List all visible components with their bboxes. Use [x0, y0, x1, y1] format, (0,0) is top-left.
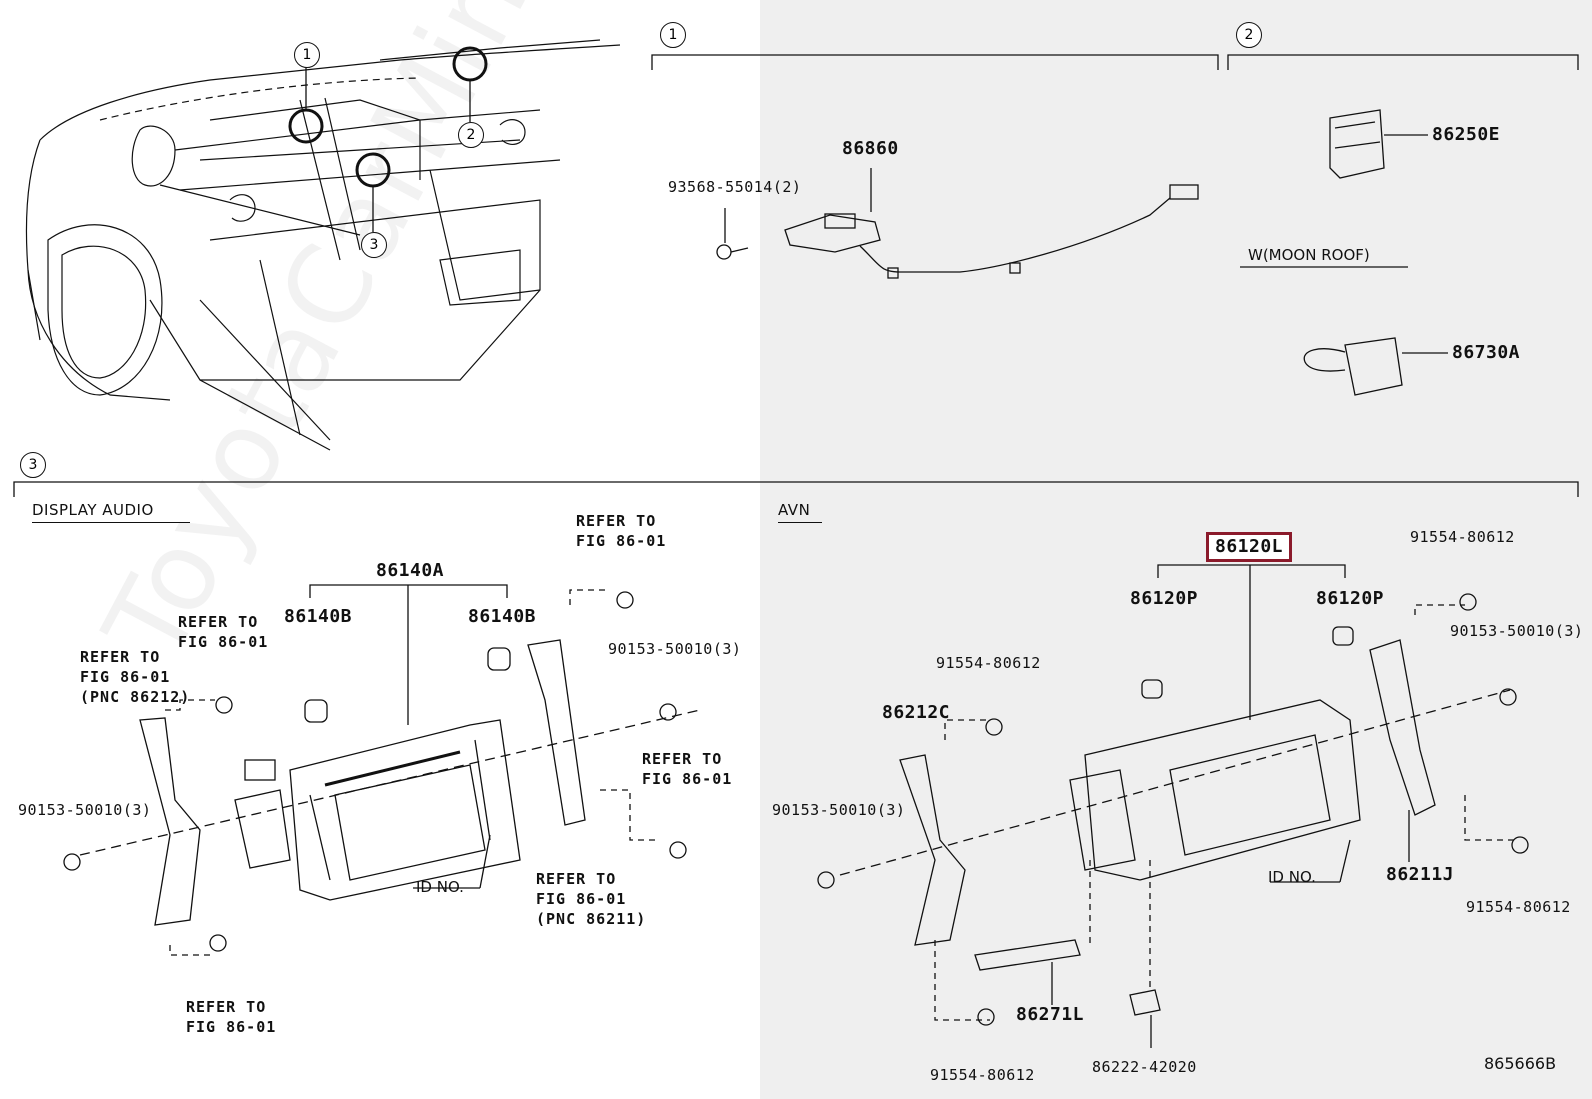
part-number-86222-42020[interactable]: 86222-42020	[1092, 1058, 1197, 1076]
refer-to-fig-86-01-right[interactable]: REFER TO FIG 86-01	[642, 752, 732, 787]
part-number-91554-80612-top[interactable]: 91554-80612	[1410, 528, 1515, 546]
callout-2: 2	[458, 122, 484, 148]
part-number-86212C[interactable]: 86212C	[882, 702, 951, 723]
part-number-86250E[interactable]: 86250E	[1432, 124, 1501, 145]
callout-1: 1	[294, 42, 320, 68]
part-number-86860[interactable]: 86860	[842, 138, 899, 159]
id-number-label-left: ID NO.	[416, 878, 464, 896]
part-number-93568-55014[interactable]: 93568-55014(2)	[668, 178, 802, 196]
part-number-86120L-highlighted[interactable]: 86120L	[1206, 532, 1293, 562]
id-number-label-right: ID NO.	[1268, 868, 1316, 886]
part-number-90153-50010-avn-left[interactable]: 90153-50010(3)	[772, 801, 906, 819]
part-86730A-drawing	[1303, 337, 1448, 396]
part-number-86120P-left[interactable]: 86120P	[1130, 588, 1199, 609]
diagram-code: 865666B	[1484, 1054, 1557, 1073]
part-number-91554-80612-right[interactable]: 91554-80612	[1466, 898, 1571, 916]
section-frames	[13, 54, 1579, 497]
refer-line: (PNC 86212)	[80, 688, 191, 706]
part-number-86140B-right[interactable]: 86140B	[468, 606, 537, 627]
refer-to-fig-86-01-pnc-86212[interactable]: REFER TO FIG 86-01 (PNC 86212)	[80, 650, 190, 705]
refer-line: FIG 86-01	[642, 770, 733, 788]
part-number-86730A[interactable]: 86730A	[1452, 342, 1521, 363]
refer-line: REFER TO	[576, 512, 657, 530]
part-number-91554-80612-avn-left[interactable]: 91554-80612	[936, 654, 1041, 672]
refer-line: FIG 86-01	[178, 633, 269, 651]
refer-line: REFER TO	[80, 648, 161, 666]
refer-to-fig-86-01-bottom[interactable]: REFER TO FIG 86-01	[186, 1000, 276, 1035]
refer-line: REFER TO	[178, 613, 259, 631]
refer-line: REFER TO	[642, 750, 723, 768]
refer-line: FIG 86-01	[80, 668, 171, 686]
callout-3: 3	[361, 232, 387, 258]
section-label-display-audio: DISPLAY AUDIO	[32, 503, 190, 523]
refer-line: FIG 86-01	[536, 890, 627, 908]
part-number-86271L[interactable]: 86271L	[1016, 1004, 1085, 1025]
refer-to-fig-86-01-mid-left[interactable]: REFER TO FIG 86-01	[178, 615, 268, 650]
section-callout-3: 3	[20, 452, 46, 478]
refer-line: (PNC 86211)	[536, 910, 647, 928]
part-86860-drawing	[716, 168, 1199, 279]
part-number-86211J[interactable]: 86211J	[1386, 864, 1455, 885]
refer-line: REFER TO	[536, 870, 617, 888]
part-number-90153-50010-left[interactable]: 90153-50010(3)	[18, 801, 152, 819]
section-callout-1: 1	[660, 22, 686, 48]
right-panel-background	[760, 0, 1592, 1099]
dashboard-illustration	[25, 39, 621, 451]
part-number-91554-80612-bottom[interactable]: 91554-80612	[930, 1066, 1035, 1084]
display-audio-unit-drawing	[63, 584, 701, 956]
part-number-90153-50010-avn-right[interactable]: 90153-50010(3)	[1450, 622, 1584, 640]
section-label-avn: AVN	[778, 503, 822, 523]
part-number-86140A[interactable]: 86140A	[376, 560, 445, 581]
avn-unit-drawing	[817, 564, 1529, 1048]
refer-to-fig-86-01-top[interactable]: REFER TO FIG 86-01	[576, 514, 666, 549]
refer-line: FIG 86-01	[186, 1018, 277, 1036]
section-callout-2: 2	[1236, 22, 1262, 48]
part-86250E-drawing	[1329, 109, 1428, 179]
refer-line: REFER TO	[186, 998, 267, 1016]
section-label-moon-roof: W(MOON ROOF)	[1248, 246, 1370, 264]
part-number-86140B-left[interactable]: 86140B	[284, 606, 353, 627]
refer-line: FIG 86-01	[576, 532, 667, 550]
part-number-90153-50010-mid[interactable]: 90153-50010(3)	[608, 640, 742, 658]
part-number-86120P-right[interactable]: 86120P	[1316, 588, 1385, 609]
refer-to-fig-86-01-pnc-86211[interactable]: REFER TO FIG 86-01 (PNC 86211)	[536, 872, 646, 927]
